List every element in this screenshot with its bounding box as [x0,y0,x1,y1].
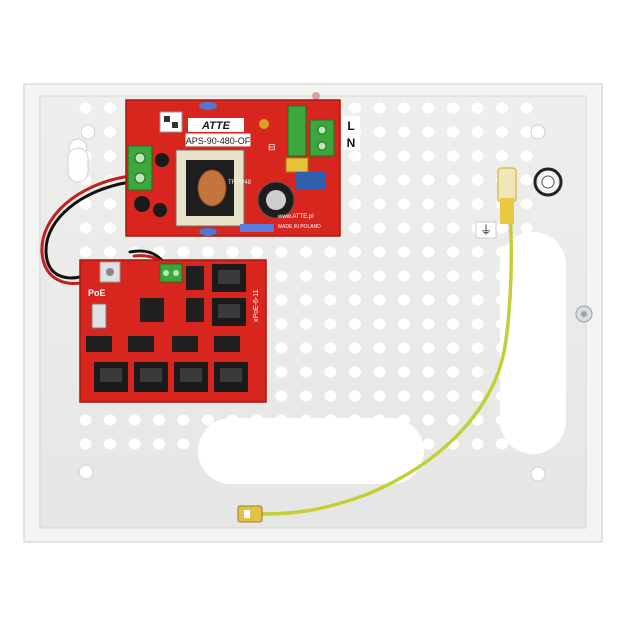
transformer-label: TR30/48 [228,180,252,186]
psu-model-label: APS-90-480-OF [186,136,251,146]
rj45-port-1 [94,362,128,392]
rj45-port-uplink-2 [212,298,246,326]
poe-switch-chip [140,298,164,322]
rj45-port-3 [174,362,208,392]
psu-input-relay [287,105,307,157]
mount-hole [530,124,546,140]
ground-wire-terminal [237,505,263,523]
ground-stud [533,167,563,197]
poe-switch-board: PoE xPoE-6-11 [79,259,267,403]
dip-switch [91,303,107,329]
terminal-neutral-label: N [347,136,356,150]
keyhole-mount [67,138,89,183]
terminal-line-label: L [347,119,354,133]
brand-logo [188,118,244,132]
power-supply-board: ATTE APS-90-480-OF TR30/48 www.ATTE.pl M… [125,99,341,237]
mount-hole [78,464,94,480]
mount-hole [530,466,546,482]
psu-website: www.ATTE.pl [277,214,314,220]
mount-hole [80,124,96,140]
qr-code [159,111,183,133]
poe-dc-terminal [159,263,183,283]
terminal-label-plate [342,116,360,150]
poe-label: PoE [88,288,106,298]
ground-symbol-plate [475,221,497,239]
rj45-port-uplink-1 [212,264,246,292]
ground-symbol: ⏚ [480,223,492,237]
rj45-port-4 [214,362,248,392]
ground-wire [260,167,517,516]
cable-cutout-bottom [198,418,424,484]
cable-cutout-right [500,232,566,454]
svg-text:⊟: ⊟ [268,142,276,152]
psu-input-terminal [309,119,335,157]
psu-brand-text: ATTE [201,120,231,132]
poe-switch-model: xPoE-6-11 [253,289,260,322]
psu-origin: MADE IN POLAND [278,224,321,230]
rj45-port-2 [134,362,168,392]
